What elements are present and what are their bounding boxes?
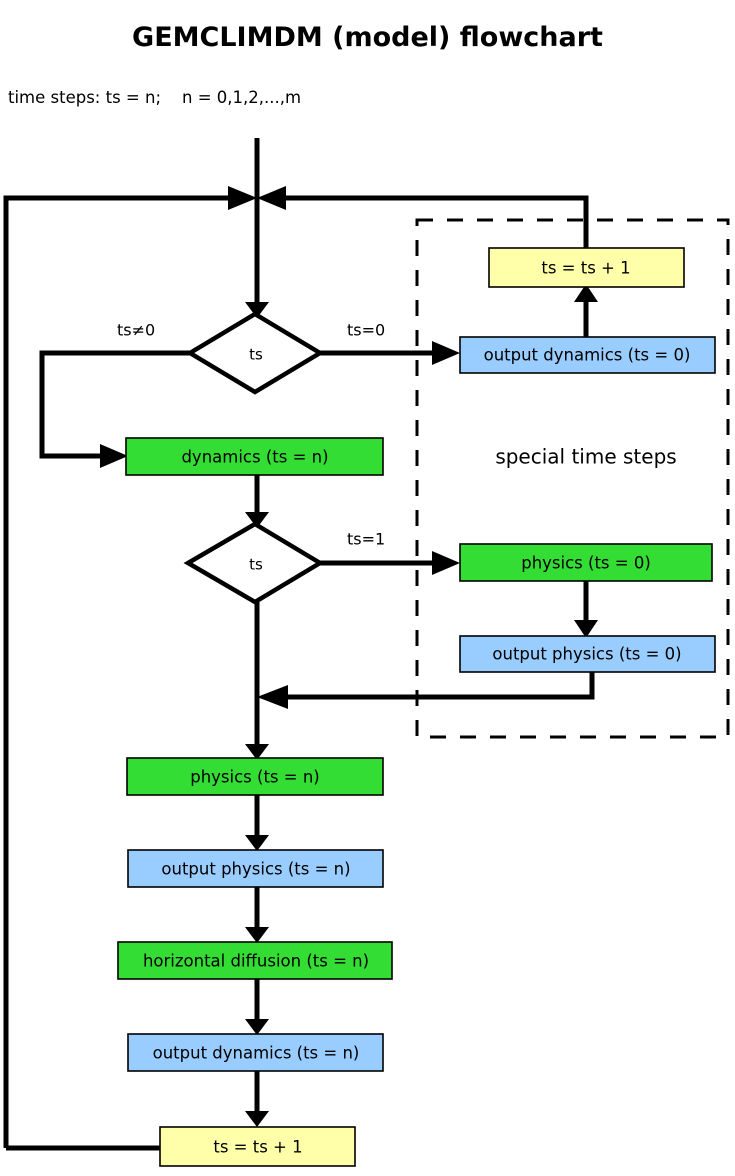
node-decision-ts-one-label: ts <box>249 556 263 574</box>
node-decision-ts-zero[interactable] <box>185 311 325 395</box>
edge-label-ts-not-zero: ts≠0 <box>117 321 155 340</box>
node-output-physics-0[interactable] <box>459 635 716 673</box>
node-counter-top[interactable] <box>488 247 685 288</box>
arrow-head-output-physics-n <box>245 835 269 851</box>
node-physics-n[interactable] <box>126 757 384 796</box>
edge-counter-top-to-start <box>286 195 589 248</box>
arrow-head-special-return <box>257 685 288 709</box>
node-decision-ts-zero-label: ts <box>249 346 263 364</box>
arrow-head-horizontal-diffusion <box>245 927 269 943</box>
edge-output-physics-0-return <box>288 671 595 700</box>
node-horizontal-diffusion-n-label: horizontal diffusion (ts = n) <box>143 952 369 971</box>
arrow-head-decision-two <box>245 512 269 528</box>
arrow-head-counter-bottom <box>245 1111 269 1127</box>
edge-label-ts-one: ts=1 <box>347 530 385 549</box>
arrow-head-bottom-return <box>228 186 257 210</box>
page-title: GEMCLIMDM (model) flowchart <box>132 22 603 53</box>
node-physics-0-label: physics (ts = 0) <box>521 554 651 573</box>
node-dynamics-n-label: dynamics (ts = n) <box>181 448 328 467</box>
arrow-head-decision-one <box>245 302 269 318</box>
node-output-dynamics-n[interactable] <box>127 1033 384 1072</box>
node-output-physics-n-label: output physics (ts = n) <box>161 860 350 879</box>
node-output-dynamics-n-label: output dynamics (ts = n) <box>153 1044 360 1063</box>
arrow-head-top-return <box>257 186 286 210</box>
node-physics-0[interactable] <box>459 543 713 582</box>
node-physics-n-label: physics (ts = n) <box>190 768 320 787</box>
arrow-head-dynamics-n <box>100 444 128 468</box>
subtitle-time-steps: time steps: ts = n; n = 0,1,2,...,m <box>8 88 302 107</box>
arrow-head-output-dynamics-0 <box>432 341 460 365</box>
edge-ts-not-zero <box>39 350 190 459</box>
arrow-head-output-physics-0 <box>574 620 598 638</box>
node-decision-ts-one[interactable] <box>183 521 325 605</box>
special-time-steps-group-box <box>415 218 730 739</box>
node-counter-bottom[interactable] <box>159 1126 356 1167</box>
node-counter-top-label: ts = ts + 1 <box>541 259 630 278</box>
arrow-head-counter-top <box>574 284 598 302</box>
special-time-steps-label: special time steps <box>495 445 676 469</box>
node-output-physics-n[interactable] <box>127 849 384 888</box>
arrow-head-physics-0 <box>432 551 460 575</box>
node-horizontal-diffusion-n[interactable] <box>117 941 393 980</box>
node-counter-bottom-label: ts = ts + 1 <box>213 1138 302 1157</box>
node-output-physics-0-label: output physics (ts = 0) <box>492 645 681 664</box>
arrow-head-physics-n <box>245 744 269 760</box>
node-output-dynamics-0[interactable] <box>459 336 716 374</box>
edge-label-ts-zero: ts=0 <box>347 321 385 340</box>
node-output-dynamics-0-label: output dynamics (ts = 0) <box>484 346 691 365</box>
edge-counter-bottom-to-start <box>3 195 228 1148</box>
node-dynamics-n[interactable] <box>125 437 384 476</box>
arrow-head-output-dynamics-n <box>245 1019 269 1035</box>
